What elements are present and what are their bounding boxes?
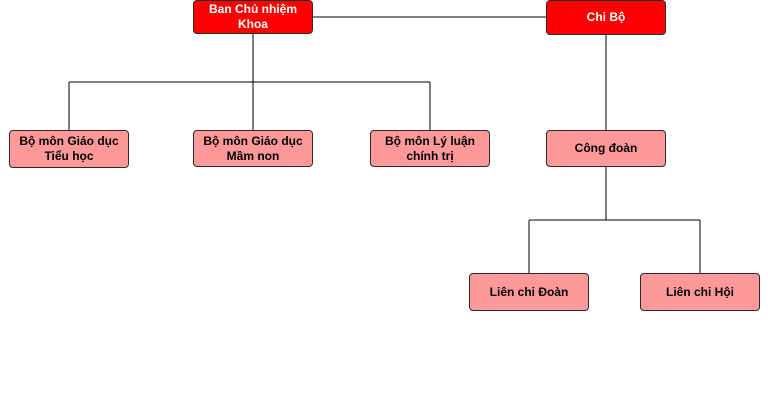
node-label: Chi Bộ: [586, 10, 626, 24]
node-lien-chi-doan: Liên chi Đoàn: [469, 273, 589, 311]
node-label: Bộ môn Giáo dục Tiểu học: [19, 134, 119, 163]
node-label: Ban Chủ nhiệm Khoa: [208, 2, 297, 31]
node-label: Bộ môn Giáo dục Mầm non: [203, 133, 303, 163]
node-label: Liên chi Đoàn: [489, 284, 569, 299]
node-cong-doan: Công đoàn: [546, 130, 666, 167]
node-ban-chu-nhiem-khoa: Ban Chủ nhiệm Khoa: [193, 0, 313, 34]
node-bo-mon-giao-duc-mam-non: Bộ môn Giáo dục Mầm non: [193, 130, 313, 167]
node-bo-mon-ly-luan-chinh-tri: Bộ môn Lý luận chính trị: [370, 130, 490, 167]
node-label: Công đoàn: [574, 141, 638, 155]
node-bo-mon-giao-duc-tieu-hoc: Bộ môn Giáo dục Tiểu học: [9, 130, 129, 168]
node-lien-chi-hoi: Liên chi Hội: [640, 273, 760, 311]
node-chi-bo: Chi Bộ: [546, 0, 666, 35]
node-label: Liên chi Hội: [665, 284, 734, 299]
node-label: Bộ môn Lý luận chính trị: [385, 133, 475, 163]
